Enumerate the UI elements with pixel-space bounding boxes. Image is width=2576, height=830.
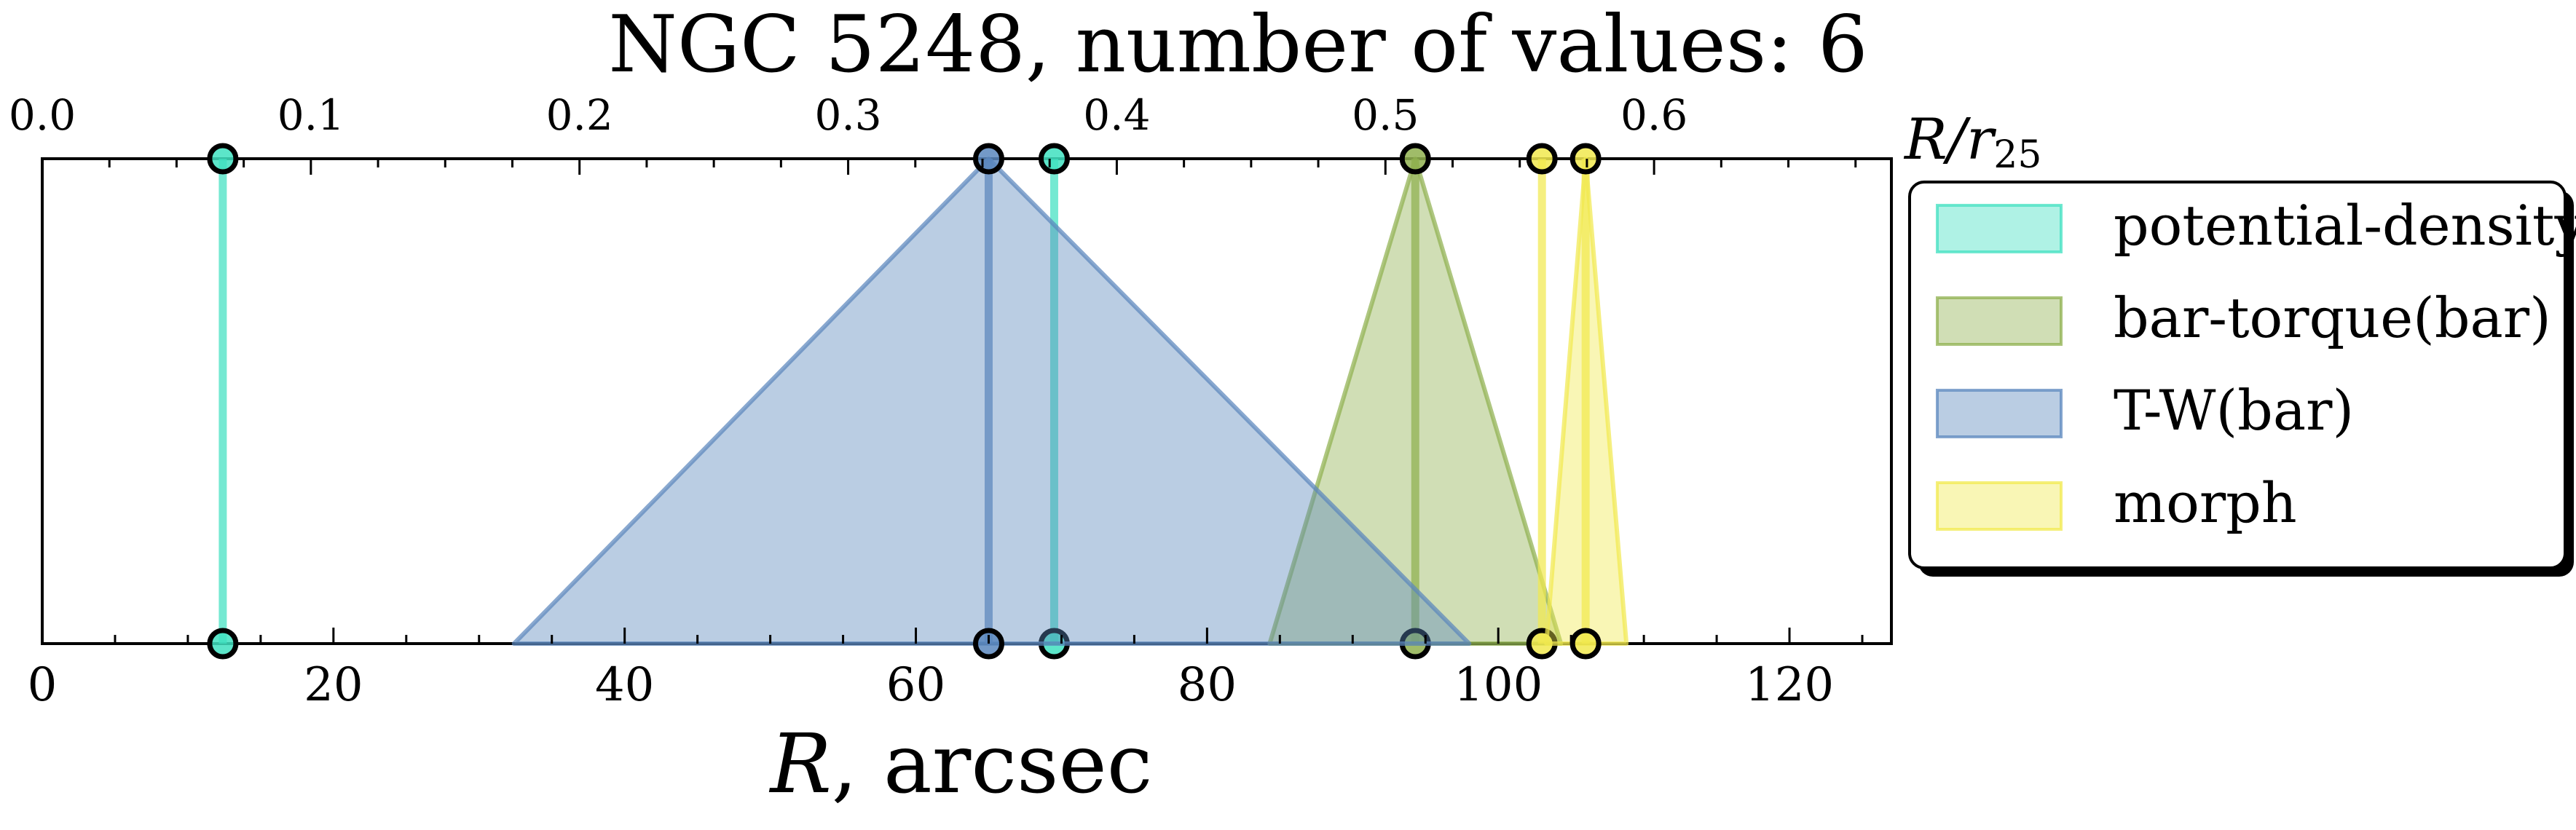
top-axis-label: R/r25 (1903, 107, 2041, 177)
legend-swatch-bar-torque-bar (1936, 296, 2063, 346)
x-axis-label: R, arcsec (768, 717, 1152, 812)
bottom-tick-label: 60 (886, 658, 945, 712)
top-tick-label: 0.3 (814, 90, 881, 140)
bottom-tick-label: 80 (1178, 658, 1237, 712)
potential-density-2-top-point (1038, 143, 1070, 175)
legend-item-bar-torque-bar: bar-torque(bar) (1936, 285, 2551, 350)
bottom-tick-label: 40 (595, 658, 654, 712)
bar-torque-bar-1-top-point (1399, 143, 1431, 175)
top-axis-label-subscript: 25 (1993, 133, 2041, 177)
bottom-tick-label: 0 (28, 658, 58, 712)
top-tick-label: 0.5 (1352, 90, 1419, 140)
series-layer (207, 143, 1629, 660)
x-axis-label-main: R (768, 717, 831, 812)
top-axis-label-main: R/r (1903, 107, 1997, 173)
potential-density-1-top-point (207, 143, 239, 175)
legend-swatch-potential-density (1936, 204, 2063, 253)
t-w-bar-1-top-point (972, 143, 1004, 175)
potential-density-1-bottom-point (207, 628, 239, 660)
morph-2-bottom-point (1569, 628, 1602, 660)
legend-item-potential-density: potential-density (1936, 193, 2576, 258)
tick-layer: 0 20 40 60 80 100 120 0.0 0.1 0.2 0.3 0.4 0.5 0.6 (9, 90, 1864, 712)
top-tick-label: 0.4 (1083, 90, 1150, 140)
legend-label-bar-torque-bar: bar-torque(bar) (2114, 285, 2551, 350)
legend-label-morph: morph (2114, 470, 2297, 535)
morph-2-top-point (1569, 143, 1602, 175)
legend-box (1908, 181, 2567, 569)
bottom-tick-label: 20 (304, 658, 363, 712)
chart-title: NGC 5248, number of values: 6 (608, 0, 1867, 90)
legend-item-t-w-bar: T-W(bar) (1936, 378, 2354, 443)
top-tick-label: 0.2 (546, 90, 613, 140)
legend-swatch-morph (1936, 481, 2063, 531)
x-axis-label-suffix: , arcsec (832, 717, 1153, 812)
top-tick-label: 0.0 (9, 90, 76, 140)
legend-item-morph: morph (1936, 470, 2297, 535)
top-tick-label: 0.6 (1620, 90, 1687, 140)
legend-label-potential-density: potential-density (2114, 193, 2576, 258)
legend-label-t-w-bar: T-W(bar) (2114, 378, 2354, 443)
legend: potential-density bar-torque(bar) T-W(bar)… (1908, 181, 2576, 577)
morph-1-top-point (1526, 143, 1558, 175)
legend-swatch-t-w-bar (1936, 389, 2063, 438)
top-tick-label: 0.1 (277, 90, 344, 140)
bottom-tick-label: 100 (1454, 658, 1543, 712)
bottom-tick-label: 120 (1745, 658, 1834, 712)
